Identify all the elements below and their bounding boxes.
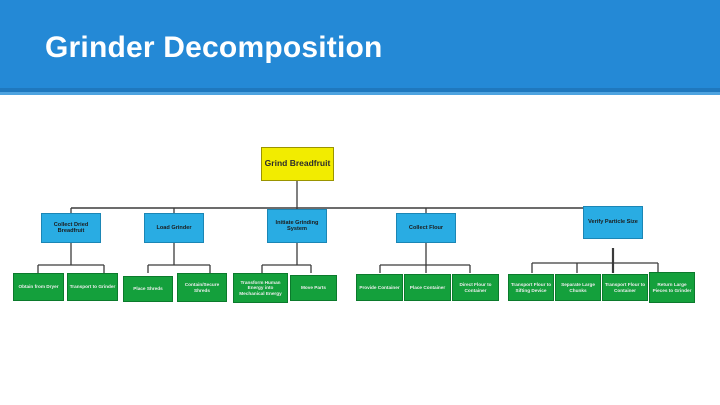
node-label: Collect Dried Breadfruit bbox=[53, 221, 89, 234]
node-label: Transform Human Energy into Mechanical E… bbox=[239, 280, 282, 296]
node-load-grinder[interactable]: Load Grinder bbox=[144, 213, 204, 243]
node-label: Collect Flour bbox=[408, 224, 444, 231]
node-label: Provide Container bbox=[359, 284, 400, 290]
node-transform-human-energy[interactable]: Transform Human Energy into Mechanical E… bbox=[233, 273, 288, 303]
node-label: Separate Large Chunks bbox=[561, 282, 595, 293]
node-collect-dried-breadfruit[interactable]: Collect Dried Breadfruit bbox=[41, 213, 101, 243]
node-return-large-pieces-to-grinder[interactable]: Return Large Pieces to Grinder bbox=[649, 272, 695, 303]
node-label: Load Grinder bbox=[156, 224, 192, 231]
node-obtain-from-dryer[interactable]: Obtain from Dryer bbox=[13, 273, 64, 301]
page-title: Grinder Decomposition bbox=[45, 31, 383, 64]
node-label: Obtain from Dryer bbox=[18, 284, 59, 290]
node-label: Place Shreds bbox=[133, 286, 163, 292]
node-collect-flour[interactable]: Collect Flour bbox=[396, 213, 456, 243]
node-root[interactable]: Grind Breadfruit bbox=[261, 147, 334, 181]
node-transport-to-grinder[interactable]: Transport to Grinder bbox=[67, 273, 118, 301]
node-transport-flour-to-sifting-device[interactable]: Transport Flour to Sifting Device bbox=[508, 274, 554, 301]
node-provide-container[interactable]: Provide Container bbox=[356, 274, 403, 301]
connector-lines bbox=[37, 181, 659, 273]
banner-underline-light bbox=[0, 92, 720, 95]
title-banner bbox=[0, 0, 720, 88]
node-contain-secure-shreds[interactable]: Contain/Secure Shreds bbox=[177, 273, 227, 302]
node-label: Place Container bbox=[409, 284, 446, 290]
node-label: Transport to Grinder bbox=[69, 284, 116, 290]
node-move-parts[interactable]: Move Parts bbox=[290, 275, 337, 301]
node-place-shreds[interactable]: Place Shreds bbox=[123, 276, 173, 302]
node-place-container[interactable]: Place Container bbox=[404, 274, 451, 301]
node-label: Verify Particle Size bbox=[588, 219, 638, 226]
node-verify-particle-size[interactable]: Verify Particle Size bbox=[583, 206, 643, 239]
banner-underline bbox=[0, 88, 720, 92]
node-label: Return Large Pieces to Grinder bbox=[652, 282, 692, 293]
node-label: Transport Flour to Container bbox=[604, 282, 646, 293]
decomposition-diagram: Grind Breadfruit Collect Dried Breadfrui… bbox=[0, 95, 720, 405]
node-label: Transport Flour to Sifting Device bbox=[510, 282, 552, 293]
node-root-label: Grind Breadfruit bbox=[264, 158, 331, 169]
node-label: Contain/Secure Shreds bbox=[184, 282, 220, 293]
node-label: Direct Flour to Container bbox=[459, 282, 492, 293]
node-direct-flour-to-container[interactable]: Direct Flour to Container bbox=[452, 274, 499, 301]
node-label: Move Parts bbox=[300, 285, 326, 291]
node-separate-large-chunks[interactable]: Separate Large Chunks bbox=[555, 274, 601, 301]
node-label: Initiate Grinding System bbox=[275, 219, 319, 232]
node-transport-flour-to-container[interactable]: Transport Flour to Container bbox=[602, 274, 648, 301]
node-initiate-grinding-system[interactable]: Initiate Grinding System bbox=[267, 209, 327, 243]
